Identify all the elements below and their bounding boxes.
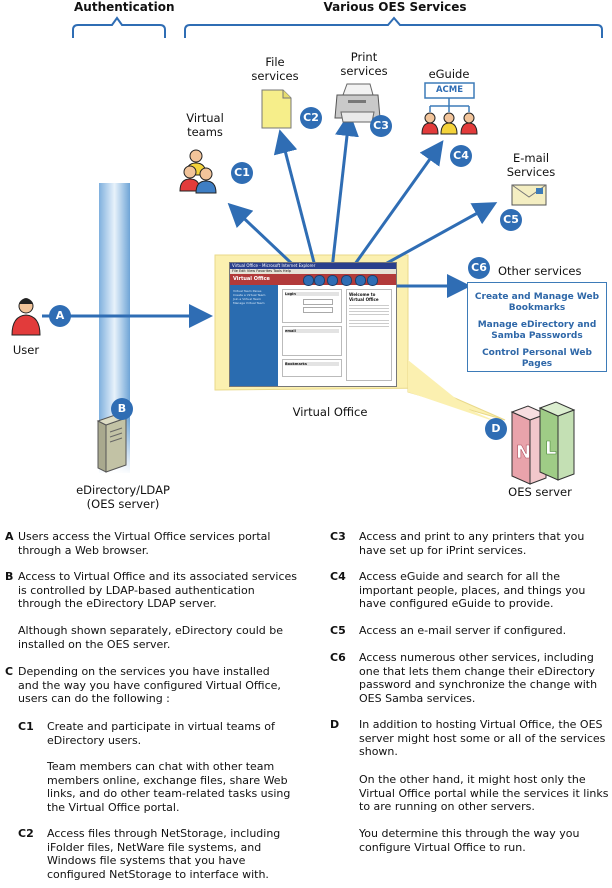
link-passwords[interactable]: Manage eDirectory and Samba Passwords [477,320,597,341]
badge-c4: C4 [450,145,472,167]
print-services-label: Print services [340,50,388,78]
desc-c2-key: C2 [18,827,34,840]
desc-d-note2: You determine this through the way you c… [359,827,580,854]
desc-c: Depending on the services you have insta… [18,665,281,706]
toolbar-files-icon[interactable] [314,275,325,286]
desc-c1-note: Team members can chat with other team me… [47,760,291,814]
arrow-c4 [343,140,444,279]
desc-b-key: B [5,570,14,583]
portal-login-box: Login [282,289,342,323]
portal-login-label: Login [285,292,339,296]
desc-d-key: D [330,718,340,731]
eguide-label: eGuide [428,67,470,81]
desc-c6: Access numerous other services, includin… [359,651,598,705]
desc-c4-key: C4 [330,570,346,583]
file-services-label: File services [251,55,299,83]
desc-c3: Access and print to any printers that yo… [359,530,585,557]
svg-text:N: N [516,442,531,463]
desc-b-note: Although shown separately, eDirectory co… [18,624,284,651]
toolbar-print-icon[interactable] [327,275,338,286]
user-icon [11,298,41,336]
acme-label: ACME [435,85,464,95]
portal-menu: File Edit View Favorites Tools Help [230,269,396,274]
link-web-pages[interactable]: Control Personal Web Pages [482,348,592,369]
services-bracket [184,16,603,38]
other-services-label: Other services [498,264,582,278]
desc-c1-key: C1 [18,720,34,733]
arrow-c2 [273,129,320,279]
services-header: Various OES Services [323,0,467,14]
desc-c4: Access eGuide and search for all the imp… [359,570,586,611]
svg-text:L: L [545,438,556,459]
oes-server-icon: N L [510,401,576,485]
toolbar-eguide-icon[interactable] [341,275,352,286]
virtual-office-label: Virtual Office [292,405,368,419]
badge-a: A [49,305,71,327]
toolbar-teams-icon[interactable] [303,275,314,286]
portal-bookmarks-label: Bookmarks [285,362,339,366]
portal-bookmarks-box: Bookmarks [282,359,342,377]
portal-titlebar: Virtual Office - Microsoft Internet Expl… [230,263,396,269]
desc-d: In addition to hosting Virtual Office, t… [359,718,606,759]
other-services-box: Create and Manage Web Bookmarks Manage e… [467,282,607,372]
link-bookmarks[interactable]: Create and Manage Web Bookmarks [474,292,600,313]
desc-c3-key: C3 [330,530,346,543]
eguide-icon [421,82,478,135]
badge-c1: C1 [231,162,253,184]
toolbar-email-icon[interactable] [355,275,366,286]
badge-b: B [111,398,133,420]
badge-d: D [485,418,507,440]
toolbar-other-icon[interactable] [367,275,378,286]
badge-c2: C2 [300,107,322,129]
desc-c-key: C [5,665,14,678]
virtual-teams-label: Virtual teams [186,111,224,139]
virtual-teams-icon [179,149,217,194]
desc-c6-key: C6 [330,651,346,664]
desc-c5: Access an e-mail server if configured. [359,624,567,637]
badge-c3: C3 [370,115,392,137]
portal-email-label: email [285,329,339,333]
file-icon [261,89,292,129]
portal-left-panel: Virtual Team Panes Create a Virtual Team… [230,285,278,386]
desc-b: Access to Virtual Office and its associa… [18,570,297,611]
arrow-c3 [329,112,359,279]
desc-a-key: A [5,530,14,543]
desc-c1: Create and participate in virtual teams … [47,720,275,747]
badge-c5: C5 [500,209,522,231]
edirectory-label: eDirectory/LDAP (OES server) [76,483,170,511]
desc-c5-key: C5 [330,624,346,637]
email-services-label: E-mail Services [506,151,556,179]
oes-server-label: OES server [508,485,572,499]
portal-toolbar [300,275,378,286]
edirectory-server-icon [96,413,128,473]
user-label: User [12,343,40,357]
desc-a: Users access the Virtual Office services… [18,530,271,557]
envelope-icon [511,184,547,206]
printer-icon [334,83,381,123]
portal-email-box: email [282,326,342,356]
authentication-header: Authentication [74,0,175,14]
authentication-bracket [72,16,166,38]
portal-welcome-box: Welcome to Virtual Office [346,289,392,381]
desc-c2: Access files through NetStorage, includi… [47,827,281,881]
portal-welcome-title: Welcome to Virtual Office [349,292,379,302]
desc-d-note1: On the other hand, it might host only th… [359,773,609,814]
badge-c6: C6 [468,257,490,279]
